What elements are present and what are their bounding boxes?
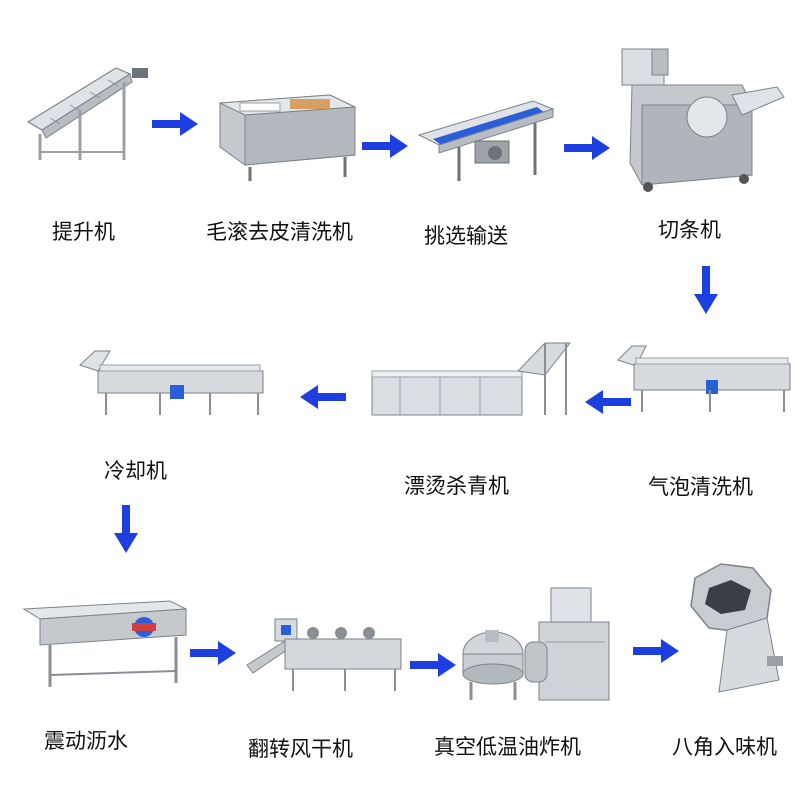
step-label-flip-dryer: 翻转风干机 [248,737,353,761]
arrow-left-icon [585,390,631,418]
arrow-right-icon [152,112,198,140]
step-label-cooling: 冷却机 [104,459,167,483]
sorting-conveyor-image [415,95,555,185]
step-label-sorting-conveyor: 挑选输送 [424,224,508,248]
step-label-strip-cutter: 切条机 [658,218,721,242]
arrow-right-icon [190,641,236,669]
step-label-vacuum-fryer: 真空低温油炸机 [434,735,581,759]
step-label-brush-washer: 毛滚去皮清洗机 [206,220,353,244]
arrow-left-icon [300,385,346,413]
arrow-right-icon [410,653,456,681]
cooling-machine-image [70,345,270,420]
arrow-right-icon [633,639,679,667]
vacuum-fryer-image [455,582,615,707]
flip-air-dryer-image [245,615,405,695]
brush-roller-washer-image [210,85,360,185]
arrow-right-icon [362,134,408,162]
octagonal-seasoning-machine-image [675,560,795,700]
blanching-machine-image [370,335,580,420]
step-label-bubble-washer: 气泡清洗机 [648,475,753,499]
arrow-down-icon [114,505,138,557]
step-label-elevator: 提升机 [52,220,115,244]
step-label-blanching: 漂烫杀青机 [404,474,509,498]
step-label-vibration-drain: 震动沥水 [44,729,128,753]
arrow-right-icon [564,136,610,164]
strip-cutter-image [612,45,792,195]
arrow-down-icon [694,266,718,318]
vibration-drainer-image [20,595,190,690]
bubble-washer-image [610,340,795,415]
step-label-seasoning: 八角入味机 [672,735,777,759]
incline-elevator-image [20,60,160,170]
